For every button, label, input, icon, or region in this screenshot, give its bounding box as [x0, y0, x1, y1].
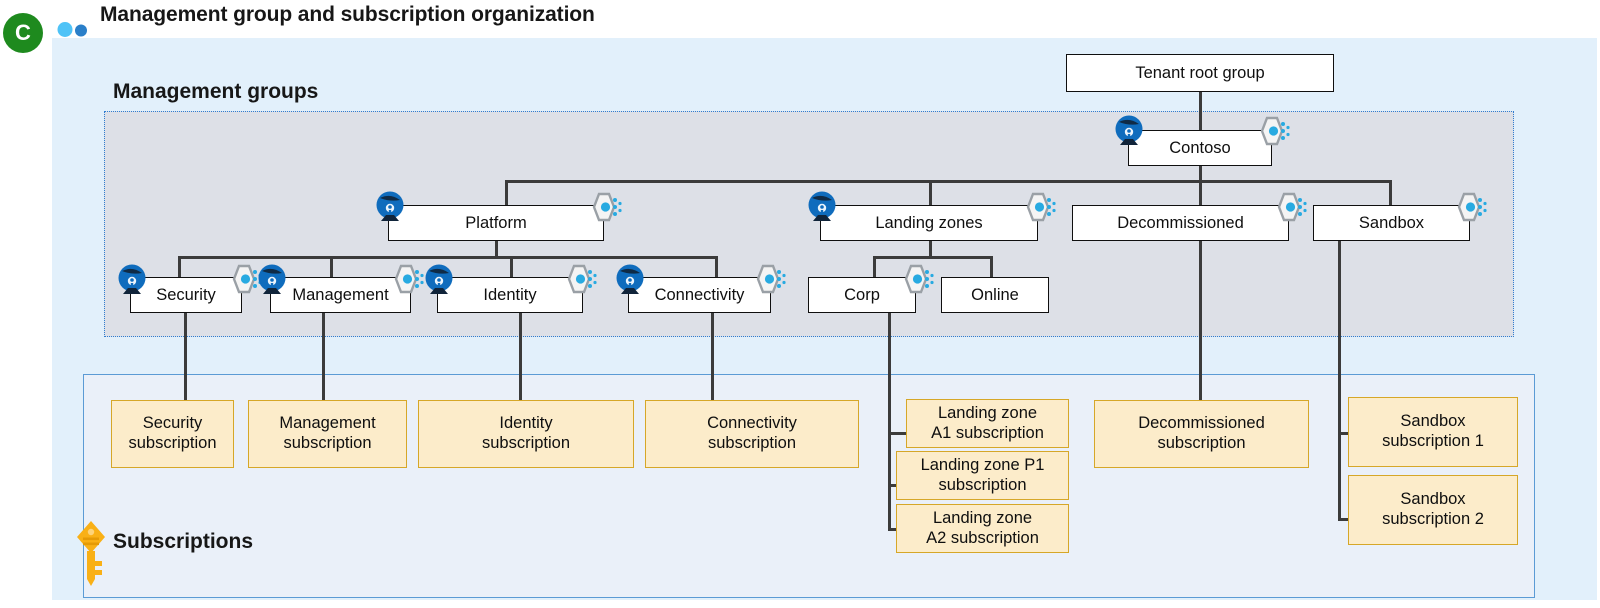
connector-decommissioned-to-subscription	[1199, 240, 1202, 400]
mg-box-connectivity[interactable]: Connectivity	[628, 277, 771, 313]
subscription-line-2: subscription	[481, 434, 571, 452]
subscription-box-connectivity[interactable]: Connectivity subscription	[645, 400, 859, 468]
mg-box-security[interactable]: Security	[130, 277, 242, 313]
subscription-box-landing-zone-a1[interactable]: Landing zone A1 subscription	[906, 399, 1069, 448]
mg-label-online: Online	[971, 285, 1019, 304]
subscription-line-2: A1 subscription	[931, 423, 1044, 442]
connector-security-to-subscription	[184, 312, 187, 400]
connector-drop-landing-zones	[929, 180, 932, 207]
subscription-line-2: subscription 2	[1382, 510, 1484, 528]
subscription-box-landing-zone-p1[interactable]: Landing zone P1 subscription	[896, 451, 1069, 500]
subscription-line-2: subscription	[128, 434, 217, 452]
connector-landing-zones-bus	[873, 256, 992, 259]
subscription-line-1: Management	[279, 414, 376, 433]
subscription-box-decommissioned[interactable]: Decommissioned subscription	[1094, 400, 1309, 468]
mg-label-corp: Corp	[844, 285, 880, 304]
subscription-line-2: subscription	[283, 434, 372, 452]
connector-drop-corp	[873, 256, 876, 278]
mg-box-management[interactable]: Management	[270, 277, 411, 313]
connector-drop-security	[178, 256, 181, 278]
connector-drop-identity	[510, 256, 513, 278]
subscription-box-sandbox-1[interactable]: Sandbox subscription 1	[1348, 397, 1518, 467]
connector-connectivity-to-subscription	[711, 312, 714, 400]
key-icon	[77, 521, 105, 586]
subscription-line-1: Identity	[499, 414, 553, 433]
subscription-line-1: Decommissioned	[1138, 414, 1265, 433]
subscription-line-1: Landing zone	[932, 508, 1033, 527]
connector-drop-online	[990, 256, 993, 278]
connector-corp-branch-a1	[888, 432, 906, 435]
mg-box-tenant-root-group[interactable]: Tenant root group	[1066, 54, 1334, 92]
subscription-line-2: A2 subscription	[926, 528, 1039, 547]
subscription-line-1: Sandbox	[1400, 412, 1466, 431]
mg-box-online[interactable]: Online	[941, 277, 1049, 313]
subscription-box-identity[interactable]: Identity subscription	[418, 400, 634, 468]
mg-label-tenant-root-group: Tenant root group	[1135, 63, 1265, 82]
connector-contoso-stem	[1199, 166, 1202, 182]
mg-box-identity[interactable]: Identity	[437, 277, 583, 313]
connector-contoso-bus	[505, 180, 1391, 183]
mg-label-sandbox: Sandbox	[1358, 213, 1425, 232]
contoso-initial-badge: C	[3, 13, 43, 53]
mg-label-management: Management	[292, 285, 389, 304]
connector-sandbox-branch-1	[1338, 432, 1350, 435]
connector-corp-trunk	[888, 312, 891, 530]
connector-drop-decommissioned	[1199, 180, 1202, 207]
subscription-line-1: Connectivity	[707, 414, 797, 433]
subscription-box-sandbox-2[interactable]: Sandbox subscription 2	[1348, 475, 1518, 545]
subscriptions-label: Subscriptions	[113, 530, 254, 553]
mg-box-corp[interactable]: Corp	[808, 277, 916, 313]
page-title: Management group and subscription organi…	[100, 3, 595, 26]
mg-box-sandbox[interactable]: Sandbox	[1313, 205, 1470, 241]
mg-box-contoso[interactable]: Contoso	[1128, 130, 1272, 166]
connector-drop-platform	[505, 180, 508, 207]
mg-label-security: Security	[156, 285, 216, 304]
connector-drop-connectivity	[715, 256, 718, 278]
mg-label-decommissioned: Decommissioned	[1117, 213, 1244, 232]
mg-label-contoso: Contoso	[1169, 138, 1231, 157]
mg-box-landing-zones[interactable]: Landing zones	[820, 205, 1038, 241]
mg-label-landing-zones: Landing zones	[875, 213, 983, 232]
subscription-line-2: subscription 1	[1382, 432, 1484, 450]
management-groups-label: Management groups	[113, 80, 319, 103]
subscription-line-1: Landing zone P1	[920, 455, 1045, 474]
subscription-box-landing-zone-a2[interactable]: Landing zone A2 subscription	[896, 504, 1069, 553]
subscription-line-1: Security	[142, 414, 203, 433]
subscription-line-1: Landing zone	[937, 403, 1038, 422]
connector-drop-management	[330, 256, 333, 278]
subscription-box-management[interactable]: Management subscription	[248, 400, 407, 468]
mg-label-identity: Identity	[483, 285, 537, 304]
connector-drop-sandbox	[1389, 180, 1392, 207]
mg-label-platform: Platform	[465, 213, 527, 232]
mg-box-platform[interactable]: Platform	[388, 205, 604, 241]
mg-label-connectivity: Connectivity	[654, 285, 745, 304]
subscription-line-2: subscription	[1157, 434, 1246, 452]
connector-landing-zones-stem	[929, 240, 932, 258]
mg-box-decommissioned[interactable]: Decommissioned	[1072, 205, 1289, 241]
subscription-line-2: subscription	[938, 475, 1027, 494]
subscription-line-1: Sandbox	[1400, 490, 1466, 509]
connector-platform-bus	[178, 256, 715, 259]
connector-platform-stem	[495, 240, 498, 258]
subscription-line-2: subscription	[707, 434, 797, 452]
connector-tenant-to-contoso	[1199, 92, 1202, 132]
connector-identity-to-subscription	[519, 312, 522, 400]
connector-sandbox-branch-2	[1338, 518, 1350, 521]
connector-management-to-subscription	[322, 312, 325, 400]
connector-sandbox-trunk	[1338, 240, 1341, 520]
subscription-box-security[interactable]: Security subscription	[111, 400, 234, 468]
